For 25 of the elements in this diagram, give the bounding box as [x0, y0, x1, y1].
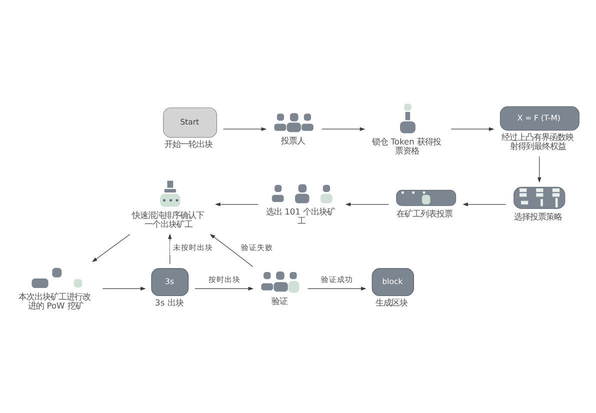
node-label: 3s 出块	[155, 297, 184, 308]
node-label: 开始一轮出块	[164, 139, 213, 150]
node-label: 选出 101 个出块矿工	[266, 206, 336, 226]
node-label: 锁仓 Token 获得投票资格	[372, 136, 442, 156]
arrow	[223, 127, 267, 131]
node-label: 验证	[272, 296, 288, 306]
arrow	[307, 286, 366, 291]
node-label: 选择投票策略	[514, 211, 562, 222]
arrow	[322, 127, 366, 131]
arrow	[450, 127, 494, 131]
arrow	[210, 234, 254, 267]
node-label: 在矿工列表投票	[396, 208, 452, 218]
node-label: 经过上凸有界函数映射得到最终权益	[501, 132, 574, 151]
node-label: 投票人	[281, 135, 306, 146]
node-label: 快速混沌排序确认下一个出块矿工	[132, 210, 204, 230]
arrow	[462, 202, 506, 206]
node-label: 生成区块	[376, 297, 408, 308]
arrow	[102, 286, 146, 291]
node-label: 本次出块矿工进行改进的 PoW 挖矿	[18, 291, 91, 310]
arrow	[538, 156, 542, 183]
arrow	[214, 202, 258, 206]
arrow	[345, 202, 389, 206]
arrow	[168, 234, 172, 264]
arrow	[92, 234, 130, 262]
arrow	[194, 286, 254, 291]
